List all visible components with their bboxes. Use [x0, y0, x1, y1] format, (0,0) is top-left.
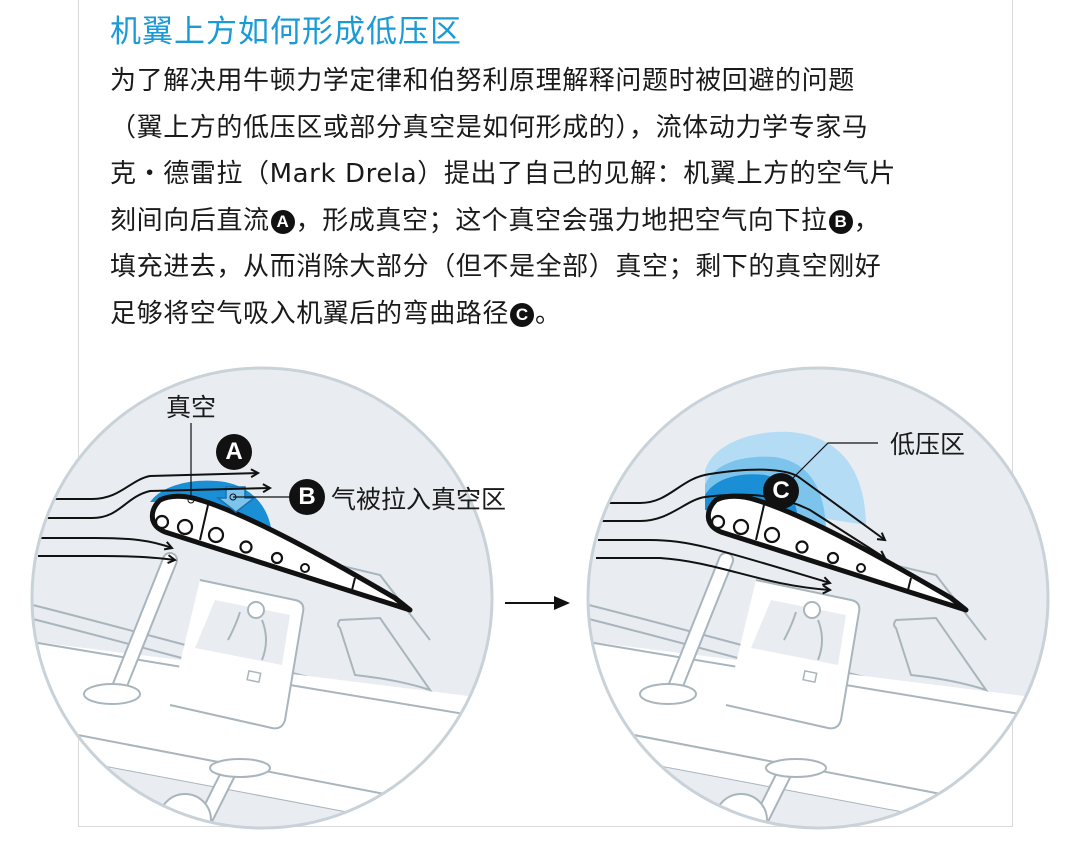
badge-c: C	[763, 473, 799, 509]
label-low-pressure-zone: 低压区	[890, 430, 966, 459]
label-air-pulled-into-vacuum: 气被拉入真空区	[331, 485, 507, 514]
right-circle-border	[586, 366, 1050, 830]
badge-b: B	[289, 479, 325, 515]
label-vacuum: 真空	[166, 393, 217, 422]
explanation-paragraph: 为了解决用牛顿力学定律和伯努利原理解释问题时被回避的问题 （翼上方的低压区或部分…	[110, 58, 1000, 337]
paragraph-line-5: 填充进去，从而消除大部分（但不是全部）真空；剩下的真空刚好	[110, 252, 882, 282]
badge-c-inline: C	[510, 302, 535, 327]
paragraph-line-3: 克・德雷拉（Mark Drela）提出了自己的见解：机翼上方的空气片	[110, 159, 897, 189]
badge-a-inline: A	[270, 209, 295, 234]
badge-b-inline: B	[828, 209, 853, 234]
page-title: 机翼上方如何形成低压区	[110, 14, 462, 50]
left-circle-border	[30, 366, 494, 830]
right-diagram	[586, 366, 1050, 830]
paragraph-line-1: 为了解决用牛顿力学定律和伯努利原理解释问题时被回避的问题	[110, 66, 855, 96]
left-diagram	[30, 366, 494, 830]
paragraph-line-2: （翼上方的低压区或部分真空是如何形成的），流体动力学专家马	[110, 112, 869, 143]
badge-a: A	[216, 434, 252, 470]
content-frame	[78, 0, 1013, 827]
